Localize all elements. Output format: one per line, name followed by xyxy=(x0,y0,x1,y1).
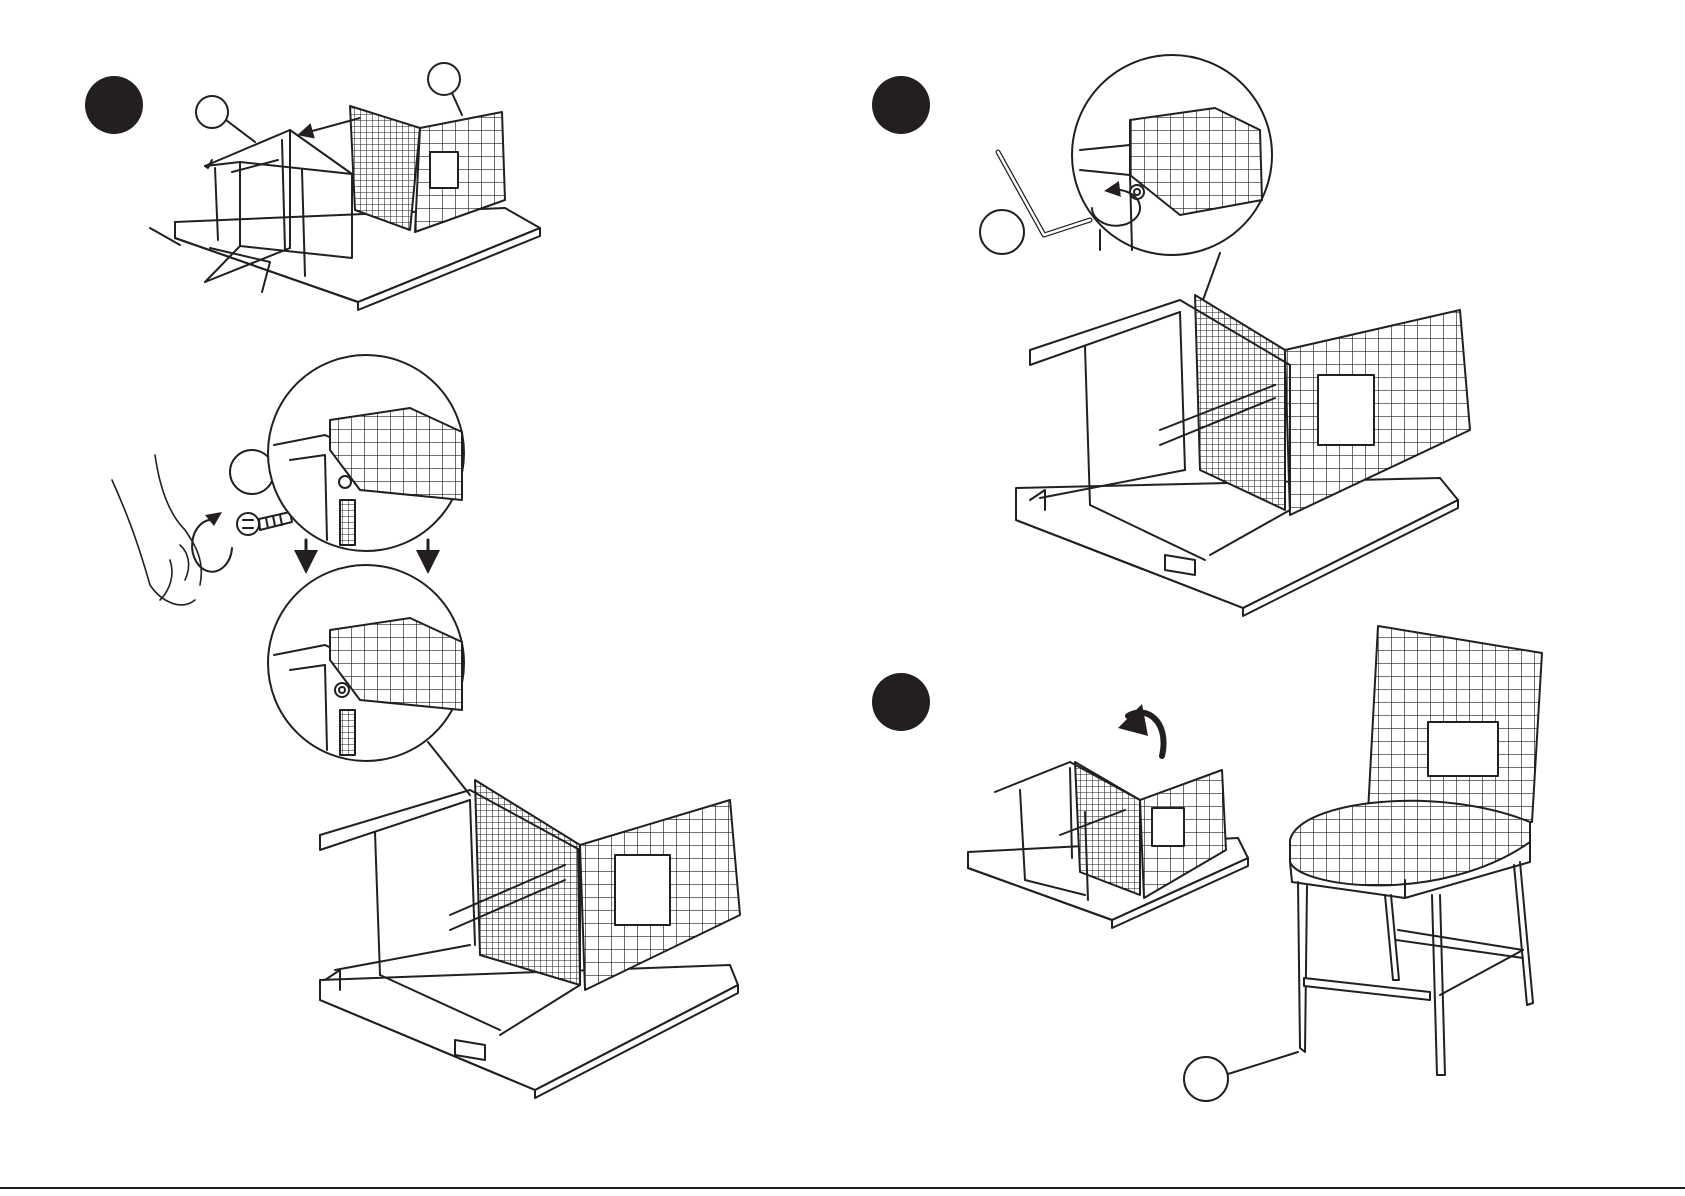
step-4-flip-arrow-icon xyxy=(1118,704,1164,756)
step-1-callout-a xyxy=(196,96,255,142)
step-3-hand xyxy=(112,455,201,605)
step-4-marker xyxy=(872,673,930,731)
bottom-rule xyxy=(0,1187,1685,1189)
step-4-assembled-chair xyxy=(1290,626,1542,1075)
step-1-board xyxy=(150,208,540,310)
step-2-marker xyxy=(872,76,930,134)
step-3 xyxy=(112,355,740,1098)
step-1 xyxy=(85,63,540,310)
step-3-board xyxy=(320,965,738,1098)
step-2 xyxy=(872,55,1470,616)
step-3-zoom-top xyxy=(268,355,464,551)
step-1-callout-b xyxy=(428,63,462,115)
step-4-small-chair xyxy=(968,762,1248,928)
step-4-callout xyxy=(1184,1052,1298,1101)
step-3-zoom-bottom xyxy=(268,565,464,761)
step-2-board xyxy=(1016,478,1458,616)
step-1-marker xyxy=(85,76,143,134)
step-2-leader xyxy=(1203,253,1220,300)
step-3-leader xyxy=(428,742,470,795)
step-2-zoom-circle xyxy=(1072,55,1272,255)
step-2-callout xyxy=(980,210,1024,254)
step-4 xyxy=(872,626,1542,1101)
step-3-rotation-icon xyxy=(192,512,232,572)
step-3-backrest xyxy=(475,780,740,990)
step-3-bolt-icon xyxy=(237,512,292,535)
